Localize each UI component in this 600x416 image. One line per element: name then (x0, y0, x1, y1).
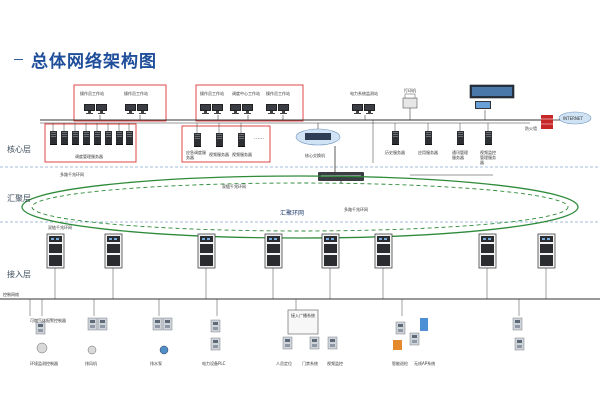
firewall-label: 防火墙 (525, 126, 537, 131)
device-label: 无线AP系统 (414, 361, 436, 366)
bus-label: 控制网络 (3, 292, 19, 297)
device-label: 智能巡检 (392, 361, 408, 366)
layer-label-aggregation: 汇聚层 (7, 194, 31, 203)
ring-bottom-label: 双链千兆环网 (48, 225, 72, 230)
title-bullet-icon: — (14, 54, 23, 64)
device-label: 人员定位 (276, 361, 292, 366)
server-label: 应急调度服务器 (186, 150, 206, 160)
core-switch-label: 核心交换机 (305, 153, 325, 158)
printer-label: 打印机 (404, 88, 416, 93)
title-block: — 总体网络架构图 (14, 47, 157, 72)
ring-center-label: 汇聚环网 (280, 210, 305, 217)
workstation-label: 电力系统监测站 (350, 91, 378, 96)
device-label: 视频监控 (327, 361, 343, 366)
device-label: 门禁系统 (302, 361, 318, 366)
uplink-label: 多路千兆环网 (60, 172, 84, 177)
workstation-label: 操作员工作站 (80, 91, 104, 96)
server-label: 应用服务器 (418, 150, 438, 155)
server-label: 视频服务器 (209, 152, 229, 157)
page-title: 总体网络架构图 (31, 52, 157, 72)
server-group-label: 调度管理服务器 (75, 154, 103, 159)
ring-right-label: 多路千兆环网 (344, 207, 368, 212)
device-label: 排风机 (85, 361, 97, 366)
workstation-label: 操作员工作站 (266, 91, 290, 96)
server-label: 通讯管理服务器 (452, 150, 468, 160)
ring-top-label: 双链千兆环网 (222, 184, 246, 189)
server-label: 视频监控管理服务器 (480, 150, 496, 165)
layer-label-access: 接入层 (7, 270, 31, 279)
more-servers-ellipsis: …… (254, 135, 264, 141)
device-label: 排水泵 (150, 361, 162, 366)
device-label: 电力设备PLC (202, 361, 226, 366)
layer-label-core: 核心层 (7, 145, 31, 154)
workstation-label: 操作员工作站 (124, 91, 148, 96)
workstation-label: 操作员工作站 (200, 91, 224, 96)
device-label: 环境监测控制器 (30, 361, 58, 366)
workstation-label: 调度中心工作站 (232, 91, 260, 96)
broadcast-label: 接入广播系统 (291, 313, 315, 318)
device-label: 可燃气体报警控制器 (30, 318, 66, 323)
server-label: 历史服务器 (385, 150, 405, 155)
internet-label: INTERNET (563, 116, 583, 121)
server-label: 视频服务器 (232, 152, 252, 157)
